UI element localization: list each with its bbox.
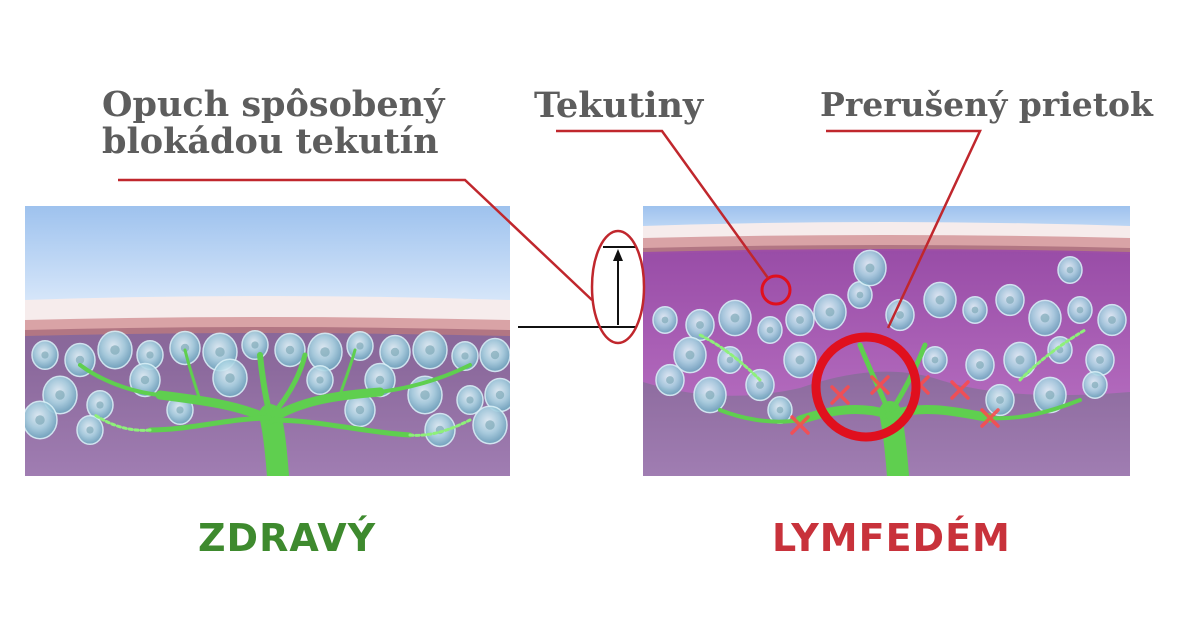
swelling-label: Opuch spôsobený blokádou tekutín	[102, 87, 444, 161]
cell-nucleus	[976, 361, 984, 369]
cell-nucleus	[251, 341, 258, 348]
cell-nucleus	[666, 376, 674, 384]
cell-nucleus	[972, 307, 979, 314]
cell-nucleus	[41, 351, 48, 358]
interrupted-flow-label: Prerušený prietok	[820, 88, 1153, 123]
cell-nucleus	[225, 373, 235, 383]
cell-nucleus	[727, 357, 734, 364]
cell-nucleus	[1041, 314, 1050, 323]
cell-nucleus	[491, 351, 499, 359]
cell-nucleus	[932, 357, 939, 364]
cell-nucleus	[35, 415, 45, 425]
cell-nucleus	[857, 292, 864, 299]
cell-nucleus	[356, 342, 363, 349]
swelling-label-line2: blokádou tekutín	[102, 124, 444, 161]
cell-nucleus	[826, 308, 835, 317]
cell-nucleus	[866, 264, 875, 273]
cell-nucleus	[55, 390, 65, 400]
cell-nucleus	[461, 352, 468, 359]
cell-nucleus	[686, 351, 695, 360]
cell-nucleus	[1046, 391, 1055, 400]
cell-nucleus	[777, 407, 784, 414]
cell-nucleus	[767, 327, 774, 334]
cell-nucleus	[1092, 382, 1099, 389]
lymphedema-caption: LYMFEDÉM	[772, 516, 1011, 560]
cell-nucleus	[485, 420, 495, 430]
cell-nucleus	[215, 347, 225, 357]
cell-nucleus	[425, 345, 435, 355]
cell-nucleus	[1016, 356, 1025, 365]
cell-nucleus	[1006, 296, 1014, 304]
cell-nucleus	[96, 401, 103, 408]
cell-nucleus	[756, 381, 764, 389]
cell-nucleus	[1077, 307, 1084, 314]
cell-nucleus	[320, 347, 330, 357]
cell-nucleus	[356, 406, 364, 414]
cell-nucleus	[76, 356, 84, 364]
cell-nucleus	[1096, 356, 1104, 364]
cell-nucleus	[706, 391, 715, 400]
healthy-tissue-panel	[23, 206, 515, 476]
cell-nucleus	[1067, 267, 1074, 274]
cell-nucleus	[796, 356, 805, 365]
cell-nucleus	[110, 345, 120, 355]
cell-nucleus	[146, 351, 153, 358]
cell-nucleus	[141, 376, 149, 384]
cell-nucleus	[496, 391, 504, 399]
cell-nucleus	[936, 296, 945, 305]
fluids-label: Tekutiny	[534, 88, 703, 125]
cell-nucleus	[696, 321, 704, 329]
cell-nucleus	[466, 396, 473, 403]
cell-nucleus	[420, 390, 430, 400]
cell-nucleus	[86, 426, 93, 433]
lymphedema-tissue-panel	[643, 206, 1130, 476]
cell-nucleus	[286, 346, 294, 354]
cell-nucleus	[796, 316, 804, 324]
cell-nucleus	[996, 396, 1004, 404]
cell-nucleus	[731, 314, 740, 323]
cell-nucleus	[376, 376, 384, 384]
cell-nucleus	[896, 311, 904, 319]
healthy-caption: ZDRAVÝ	[198, 516, 376, 560]
cell-nucleus	[391, 348, 399, 356]
cell-nucleus	[316, 376, 323, 383]
cell-nucleus	[662, 317, 669, 324]
cell-nucleus	[1108, 316, 1116, 324]
swelling-label-line1: Opuch spôsobený	[102, 87, 444, 124]
cell-nucleus	[176, 406, 183, 413]
